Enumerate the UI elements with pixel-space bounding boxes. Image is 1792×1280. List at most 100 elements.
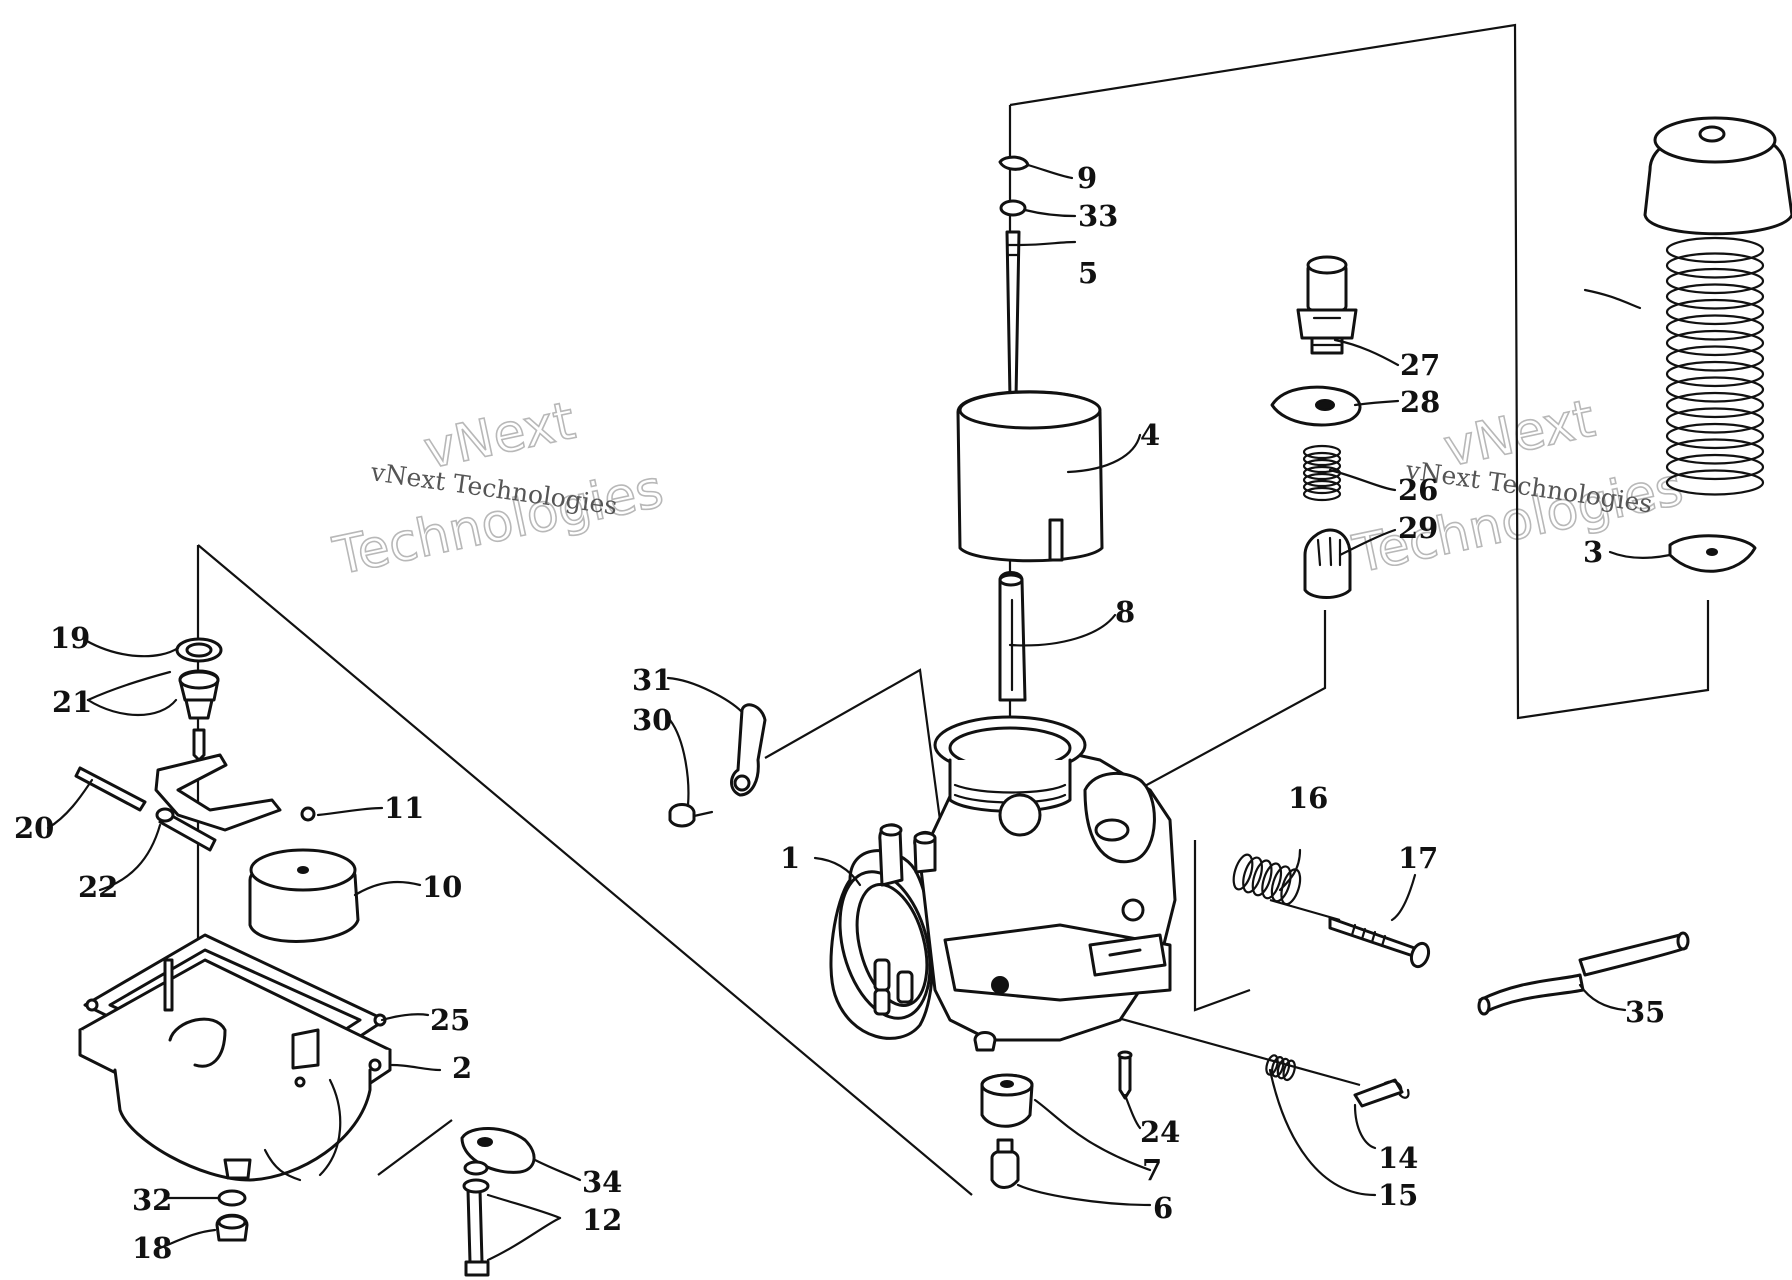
- callout-5: 5: [1078, 256, 1098, 290]
- spring-coil: [1665, 236, 1765, 264]
- callout-8: 8: [1115, 595, 1135, 629]
- throttle-stop-screw: [1328, 916, 1431, 969]
- spring-coil: [1270, 865, 1292, 903]
- spring-coil: [1302, 451, 1342, 467]
- callout-22: 22: [78, 870, 118, 904]
- spring-coil: [1665, 360, 1765, 388]
- callout-2: 2: [452, 1051, 472, 1085]
- spring-coil: [1276, 1057, 1291, 1080]
- air-screw: [1353, 1078, 1410, 1108]
- drain-washer: [217, 1189, 247, 1207]
- callout-24: 24: [1140, 1115, 1180, 1149]
- spring-coil: [1251, 859, 1273, 897]
- spring-coil: [1302, 458, 1342, 474]
- float-valve-seat: [178, 669, 220, 720]
- callout-12: 12: [582, 1203, 622, 1237]
- spring-coil: [1665, 267, 1765, 295]
- callout-16: 16: [1288, 781, 1328, 815]
- spring-coil: [1665, 422, 1765, 450]
- callout-34: 34: [582, 1165, 622, 1199]
- starter-plunger: [1303, 528, 1352, 599]
- spring-coil: [1302, 472, 1342, 488]
- spring-coil: [1665, 298, 1765, 326]
- starter-body: [1296, 255, 1358, 355]
- callout-10: 10: [422, 870, 462, 904]
- float: [248, 848, 360, 943]
- cable-arm: [730, 703, 767, 797]
- spring-coil: [1665, 438, 1765, 465]
- throttle-stop-washer: [175, 637, 223, 663]
- float-needle: [192, 728, 206, 762]
- pilot-jet: [1117, 1050, 1133, 1100]
- spring-coil: [1665, 283, 1765, 310]
- spring-coil: [1665, 252, 1765, 279]
- float-ball: [300, 806, 316, 822]
- callout-21: 21: [52, 685, 92, 719]
- float-bowl: [78, 933, 392, 1182]
- drain-plug: [215, 1213, 249, 1242]
- spring-coil: [1665, 329, 1765, 357]
- callout-25: 25: [430, 1003, 470, 1037]
- main-jet-holder: [980, 1073, 1034, 1128]
- callouts: 9 33 5 4 8 27 28 26 29 3 19 21 20 22 11 …: [14, 161, 1665, 1265]
- callout-7: 7: [1142, 1153, 1162, 1187]
- air-screw-spring: [1265, 1054, 1296, 1082]
- callout-11: 11: [384, 791, 424, 825]
- spring-coil: [1271, 1056, 1285, 1078]
- callout-6: 6: [1153, 1191, 1173, 1225]
- spring-coil: [1302, 479, 1342, 495]
- callout-26: 26: [1398, 473, 1438, 507]
- callout-14: 14: [1378, 1141, 1418, 1175]
- callout-32: 32: [132, 1183, 172, 1217]
- callout-3: 3: [1583, 535, 1603, 569]
- needle-jet: [998, 571, 1027, 702]
- spring-coil: [1665, 407, 1765, 434]
- callout-18: 18: [132, 1231, 172, 1265]
- callout-4: 4: [1140, 418, 1160, 452]
- throttle-stop-spring: [1232, 853, 1302, 906]
- spring-coil: [1261, 862, 1283, 900]
- spring-coil: [1265, 1054, 1279, 1076]
- bracket-washer: [463, 1160, 489, 1176]
- e-clip: [998, 155, 1030, 171]
- arm-screw: [668, 803, 714, 828]
- spring-coil: [1665, 391, 1765, 419]
- callout-19: 19: [50, 621, 90, 655]
- spring-coil: [1665, 376, 1765, 403]
- main-jet: [990, 1138, 1020, 1189]
- spring-coil: [1665, 314, 1765, 341]
- assembly-guides: [196, 23, 1710, 1196]
- callout-27: 27: [1400, 348, 1440, 382]
- spring-coil: [1302, 486, 1342, 502]
- callout-33: 33: [1078, 199, 1118, 233]
- callout-9: 9: [1077, 161, 1097, 195]
- callout-29: 29: [1398, 511, 1438, 545]
- callout-17: 17: [1398, 841, 1438, 875]
- callout-20: 20: [14, 811, 54, 845]
- spring-coil: [1232, 853, 1254, 891]
- fuel-hose: [1477, 931, 1690, 1016]
- carburetor-body: [829, 715, 1177, 1052]
- spring-coil: [1665, 469, 1765, 496]
- spring-coil: [1282, 1059, 1296, 1082]
- callout-15: 15: [1378, 1178, 1418, 1212]
- spring-seat: [1668, 534, 1757, 573]
- spring-coil: [1242, 856, 1263, 894]
- air-cap: [1643, 116, 1792, 236]
- float-pin: [74, 766, 147, 812]
- starter-plate: [1270, 385, 1362, 427]
- float-arm: [154, 753, 282, 852]
- callout-1: 1: [780, 841, 800, 875]
- callout-28: 28: [1400, 385, 1440, 419]
- spring-coil: [1665, 453, 1765, 481]
- throttle-slide: [956, 390, 1104, 563]
- callout-35: 35: [1625, 995, 1665, 1029]
- spring-coil: [1665, 345, 1765, 372]
- slide-spring: [1665, 236, 1765, 496]
- bowl-screw: [462, 1178, 490, 1277]
- callout-30: 30: [632, 703, 672, 737]
- callout-31: 31: [632, 663, 672, 697]
- needle-washer: [999, 199, 1027, 217]
- jet-needle: [1005, 230, 1021, 400]
